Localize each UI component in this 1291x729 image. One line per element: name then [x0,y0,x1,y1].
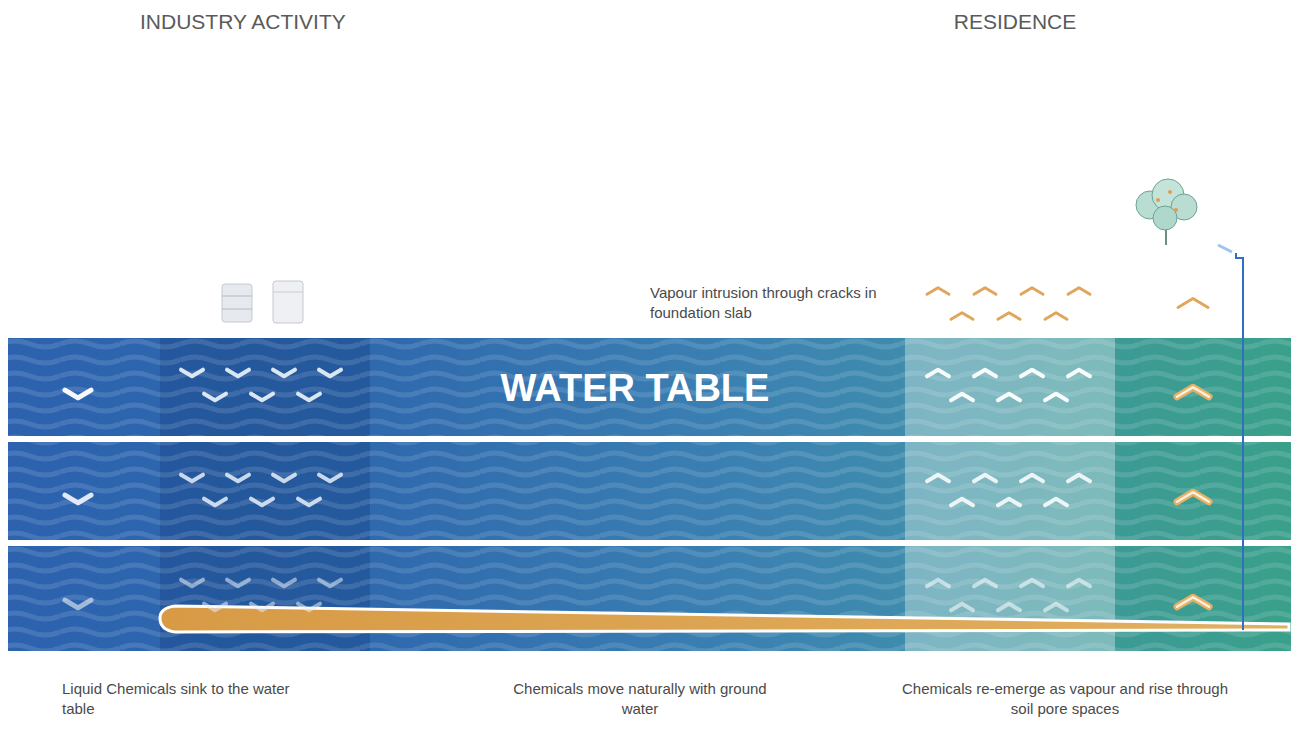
well-pipe [1218,245,1243,630]
barrels [222,281,303,323]
flow-chevron [1068,580,1090,587]
flow-chevron [1021,580,1043,587]
flow-chevron [181,475,203,482]
flow-chevron [273,370,295,377]
band-divider [8,540,1291,546]
flow-chevron [1021,370,1043,377]
flow-chevron [1178,299,1208,308]
flow-chevron [181,580,203,587]
flow-chevron [1177,387,1209,397]
callout-note: Liquid Chemicals sink to the water table [62,679,292,718]
flow-chevron [1045,394,1067,401]
flow-chevron [251,604,273,611]
flow-chevron [319,370,341,377]
flow-chevron [998,604,1020,611]
flow-chevron [65,390,91,398]
flow-chevron [1177,492,1209,502]
flow-chevron [951,313,973,320]
flow-chevron [998,394,1020,401]
flow-chevron [927,475,949,482]
flow-chevron [1068,288,1090,295]
flow-chevron [204,499,226,506]
section-heading: RESIDENCE [900,8,1130,35]
flow-chevron [927,580,949,587]
flow-chevron [1177,597,1209,607]
flow-chevron [273,580,295,587]
flow-chevron [319,580,341,587]
flow-chevron [951,394,973,401]
wave-texture [8,338,1291,651]
flow-chevron [1021,288,1043,295]
band-divider [8,436,1291,442]
callout-note: Chemicals re-emerge as vapour and rise t… [900,679,1230,718]
chevrons [65,288,1209,611]
flow-chevron [951,604,973,611]
flow-chevron [1177,597,1209,607]
flow-chevron [204,394,226,401]
contaminant-plume [160,606,1289,632]
flow-chevron [1045,499,1067,506]
flow-chevron [227,580,249,587]
flow-chevron [251,499,273,506]
flow-chevron [927,370,949,377]
flow-chevron [974,288,996,295]
flow-chevron [927,288,949,295]
flow-chevron [204,604,226,611]
tree [1136,179,1197,245]
flow-chevron [251,394,273,401]
flow-chevron [319,475,341,482]
flow-chevron [1045,604,1067,611]
flow-chevron [181,370,203,377]
flow-chevron [298,604,320,611]
flow-chevron [1177,492,1209,502]
flow-chevron [227,475,249,482]
flow-chevron [1068,370,1090,377]
flow-chevron [998,499,1020,506]
band-title: WATER TABLE [430,364,840,413]
section-heading: INDUSTRY ACTIVITY [140,8,400,35]
flow-chevron [65,600,91,608]
flow-chevron [273,475,295,482]
flow-chevron [298,394,320,401]
flow-chevron [1177,387,1209,397]
flow-chevron [1068,475,1090,482]
flow-chevron [951,499,973,506]
flow-chevron [65,495,91,503]
flow-chevron [1021,475,1043,482]
flow-chevron [1045,313,1067,320]
aquifer-band [8,338,1291,651]
flow-chevron [998,313,1020,320]
flow-chevron [974,370,996,377]
callout-note: Chemicals move naturally with ground wat… [500,679,780,718]
flow-chevron [974,475,996,482]
flow-chevron [974,580,996,587]
callout-note: Vapour intrusion through cracks in found… [650,283,880,322]
flow-chevron [227,370,249,377]
flow-chevron [298,499,320,506]
